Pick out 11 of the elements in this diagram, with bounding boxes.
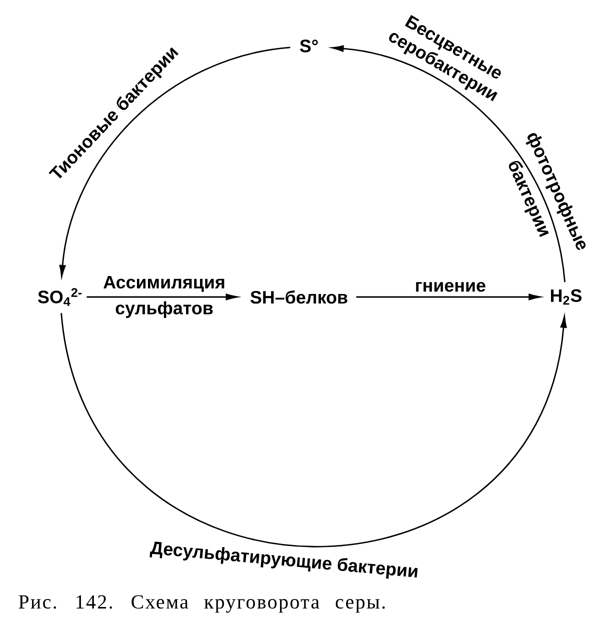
curved-arrow [332, 45, 566, 282]
edge-label: гниение [416, 282, 486, 292]
node-label: H$_{2}$S [551, 289, 582, 305]
arrow [356, 294, 540, 300]
edge-label: Ассимиляция сульфатов [104, 276, 224, 318]
curved-arrow [60, 312, 567, 548]
arrow [86, 294, 238, 300]
caption: Рис. 142. Схема круговорота серы. [18, 595, 385, 613]
node-label: SH–белков [250, 290, 348, 304]
node-label: S° [300, 40, 318, 52]
node-label: SO$_{4}$2- [38, 288, 82, 306]
